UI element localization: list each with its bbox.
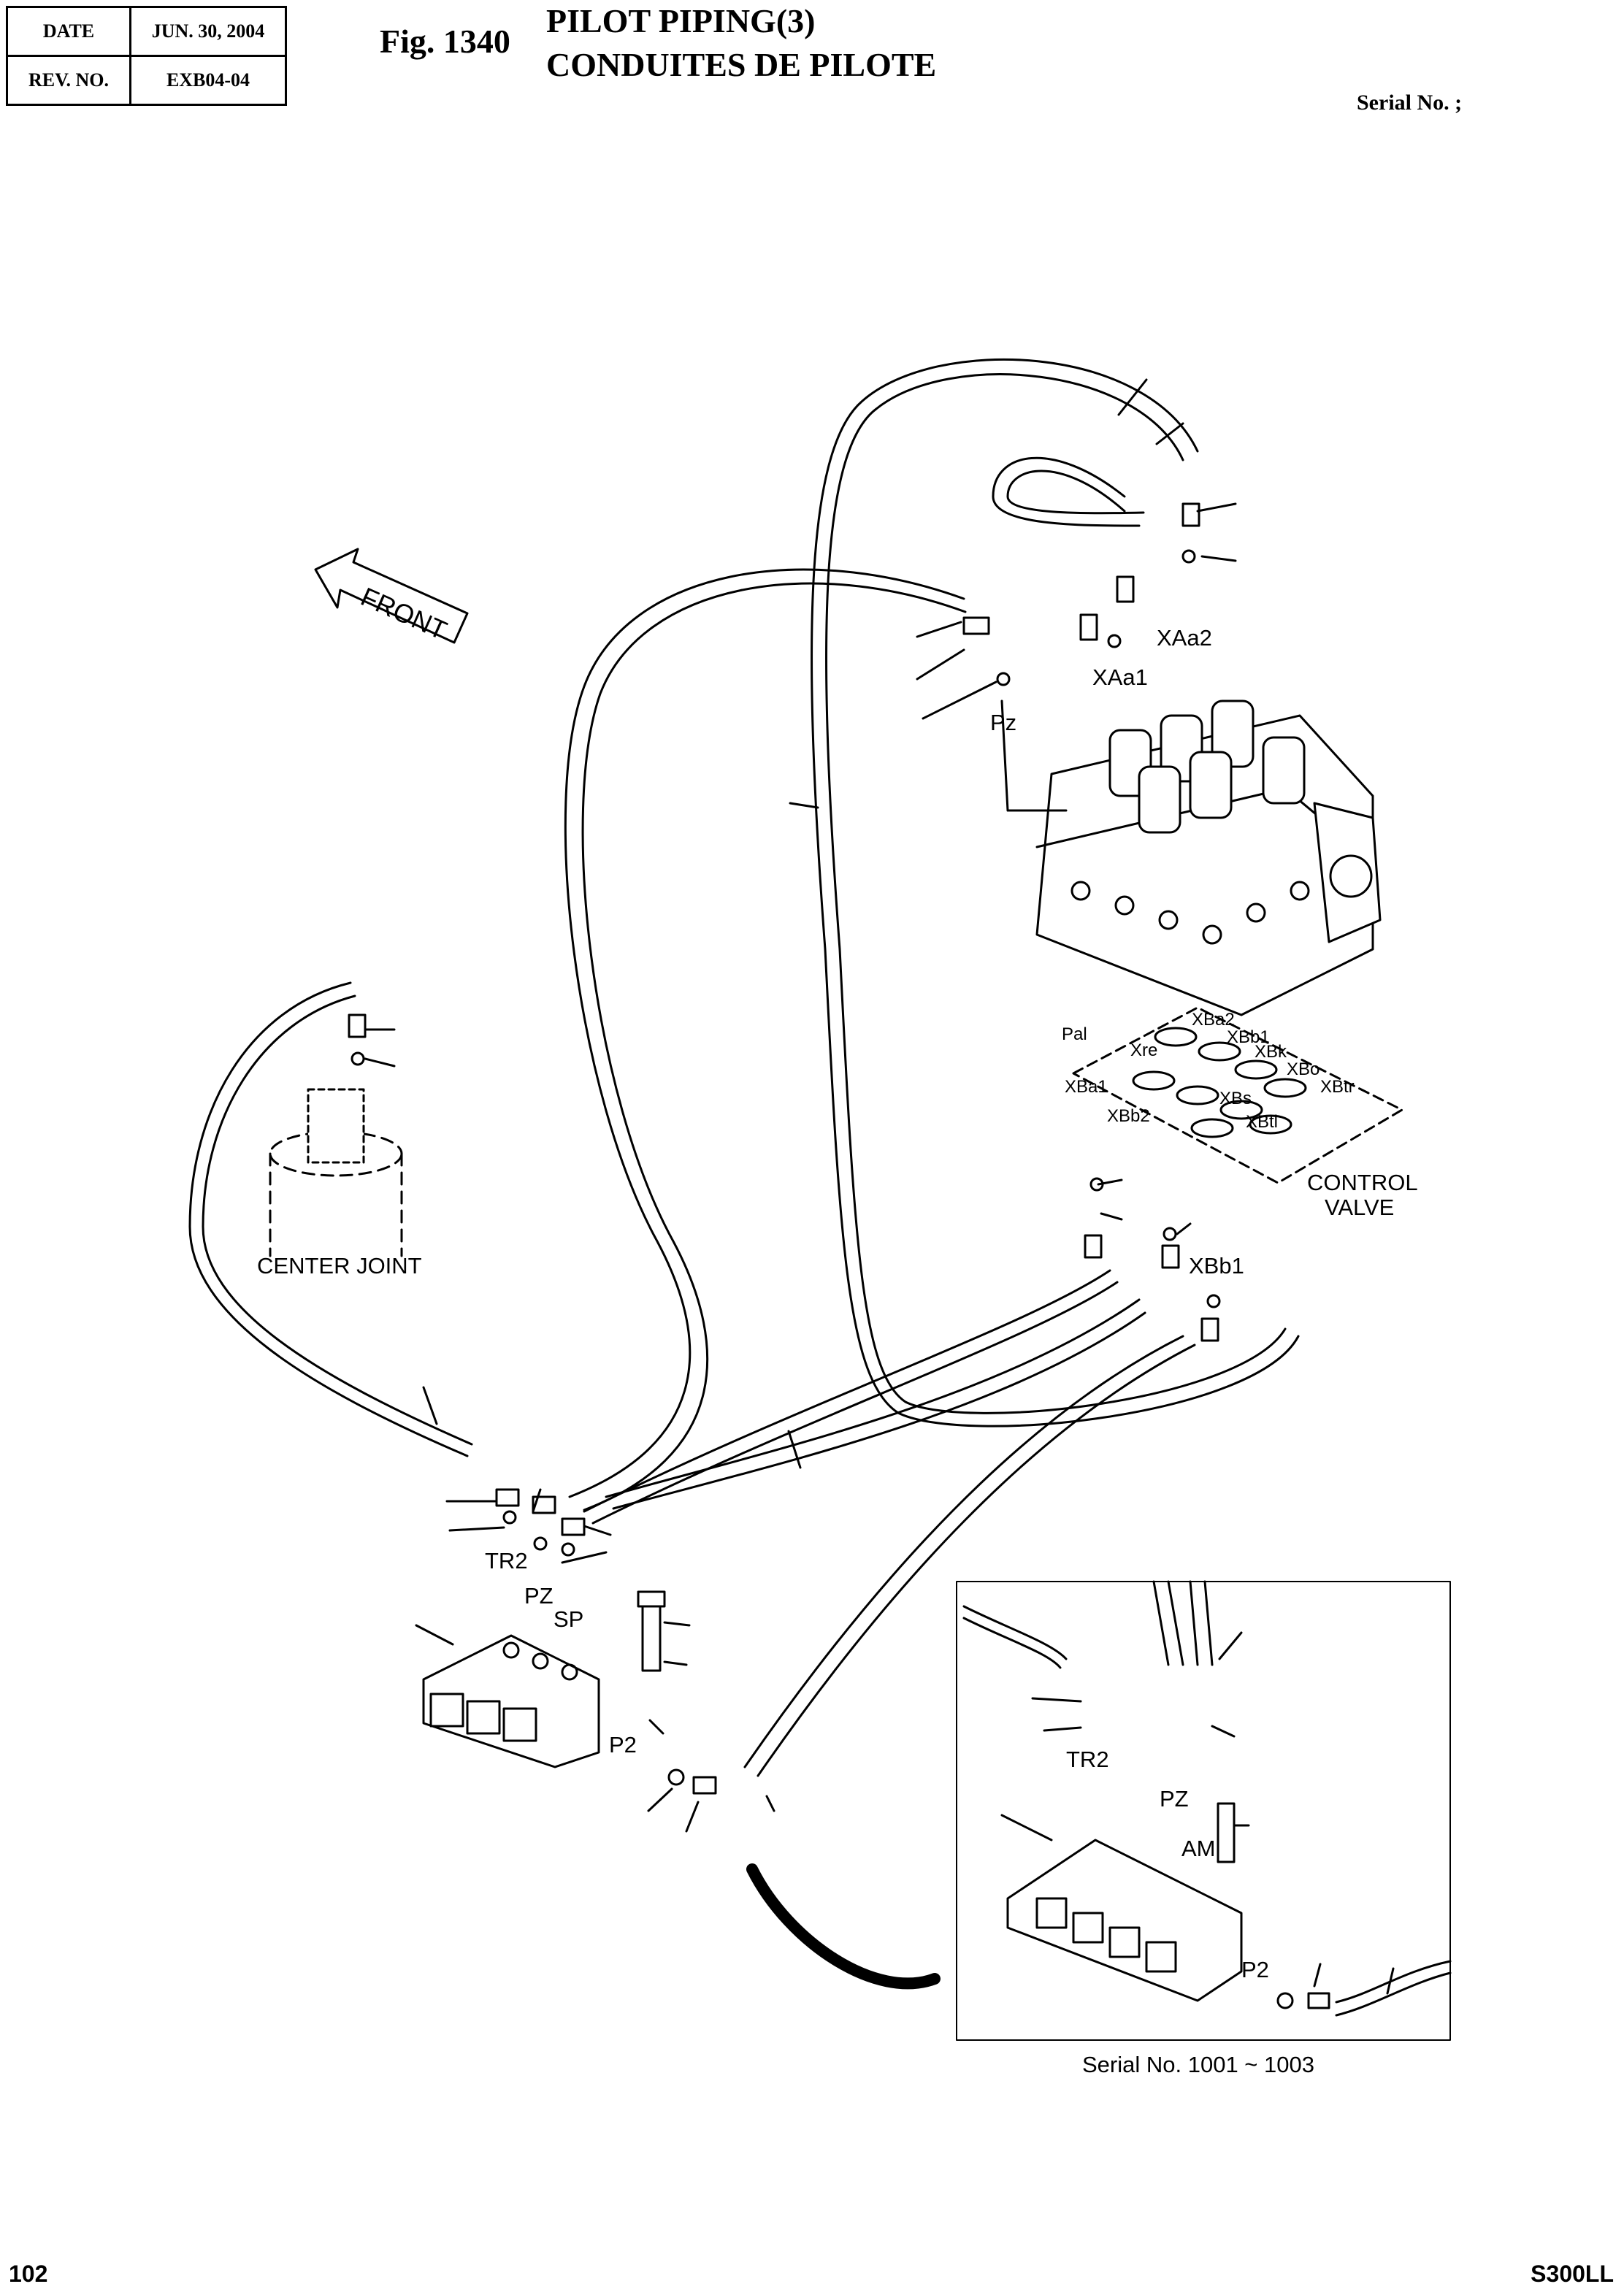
hose-center-joint xyxy=(188,981,469,1457)
inset-block xyxy=(1006,1839,1243,2002)
label-xbk: XBk xyxy=(1255,1042,1287,1062)
label-xre: Xre xyxy=(1130,1040,1157,1060)
label-p2: P2 xyxy=(609,1732,637,1758)
label-xbb2: XBb2 xyxy=(1107,1106,1150,1126)
label-xbtr: XBtr xyxy=(1320,1077,1355,1097)
revision-table: DATE JUN. 30, 2004 REV. NO. EXB04-04 xyxy=(6,6,287,106)
port-plate xyxy=(1072,1006,1403,1184)
hose-xbb1 xyxy=(605,1298,1141,1498)
hose-long-loop-a xyxy=(825,373,1287,1414)
hose-top-small xyxy=(992,456,1141,527)
rev-value: EXB04-04 xyxy=(129,55,287,106)
label-inset-am: AM xyxy=(1181,1836,1216,1861)
inset-frame xyxy=(956,1581,1451,2041)
rev-label: REV. NO. xyxy=(6,55,131,106)
inset-caption: Serial No. 1001 ~ 1003 xyxy=(1082,2052,1314,2077)
label-xbtl: XBtl xyxy=(1246,1112,1278,1132)
elbow-fitting xyxy=(1079,613,1098,641)
label-sp: SP xyxy=(554,1606,583,1632)
date-label: DATE xyxy=(6,6,131,57)
label-xbo: XBo xyxy=(1287,1059,1320,1079)
label-xbb1-fitting: XBb1 xyxy=(1189,1253,1244,1279)
date-value: JUN. 30, 2004 xyxy=(129,6,287,57)
label-xaa1: XAa1 xyxy=(1092,664,1148,690)
page-number: 102 xyxy=(9,2261,48,2287)
hose-long-loop-b xyxy=(564,568,965,1498)
label-inset-tr2: TR2 xyxy=(1066,1747,1109,1772)
serial-number: Serial No. ; xyxy=(1357,91,1463,115)
label-xba2: XBa2 xyxy=(1192,1010,1235,1030)
label-tr2: TR2 xyxy=(485,1548,528,1574)
label-xaa2: XAa2 xyxy=(1157,625,1212,651)
label-pal: Pal xyxy=(1062,1024,1087,1044)
label-xbb1-port: XBb1 xyxy=(1227,1027,1270,1047)
inset-pointer xyxy=(746,1863,941,1990)
title-english: PILOT PIPING(3) xyxy=(546,2,816,39)
label-xba1: XBa1 xyxy=(1065,1077,1108,1097)
label-inset-pz: PZ xyxy=(1160,1786,1189,1812)
label-pz-top: Pz xyxy=(990,710,1016,735)
center-joint xyxy=(269,1152,403,1257)
label-xbs: XBs xyxy=(1219,1089,1252,1108)
figure-number: Fig. 1340 xyxy=(380,23,510,60)
label-inset-p2: P2 xyxy=(1241,1957,1269,1982)
hose-pz-to-block xyxy=(583,1269,1111,1513)
label-valve: VALVE xyxy=(1325,1195,1394,1220)
label-center-joint: CENTER JOINT xyxy=(257,1253,422,1279)
label-pz: PZ xyxy=(524,1583,554,1609)
hose-p2-return xyxy=(743,1335,1184,1768)
model-code: S300LL xyxy=(1531,2261,1614,2287)
front-arrow xyxy=(314,548,469,644)
title-french: CONDUITES DE PILOTE xyxy=(546,46,937,83)
o-ring xyxy=(1107,634,1122,648)
bolt xyxy=(641,1596,662,1672)
label-control: CONTROL xyxy=(1307,1170,1418,1195)
